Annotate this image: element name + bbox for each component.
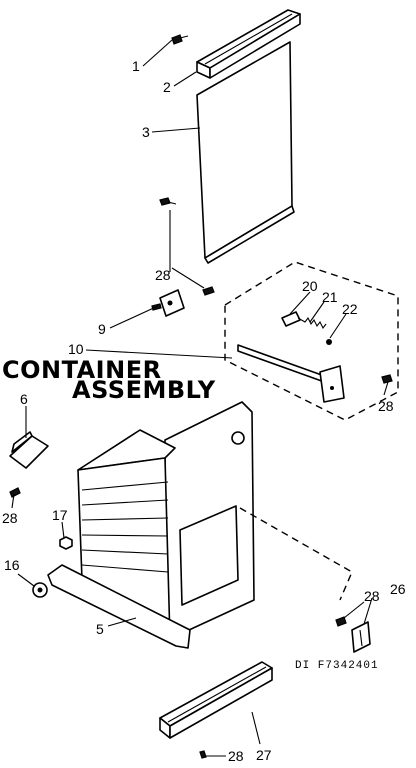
leader-lines (11, 39, 389, 757)
callout-26: 26 (390, 581, 406, 597)
part-6-clip (9, 431, 49, 469)
callout-9: 9 (98, 321, 106, 337)
callout-1: 1 (132, 58, 140, 74)
part-28-screw-bottom (199, 750, 207, 759)
callout-22: 22 (342, 301, 358, 317)
callout-17: 17 (52, 507, 68, 523)
part-1-screw (171, 34, 189, 45)
part-10-rod (237, 344, 345, 403)
callout-28-left: 28 (2, 510, 18, 526)
part-20-21-22-spring-assembly (281, 311, 332, 345)
callout-21: 21 (322, 289, 338, 305)
part-28-screw-left (9, 487, 21, 498)
callout-27: 27 (256, 747, 272, 763)
part-28-screw-upper (159, 197, 177, 206)
guide-line-26 (239, 507, 353, 601)
part-28-screw-lower-right (335, 616, 347, 627)
container-box (47, 401, 255, 649)
callout-28-lower-right: 28 (364, 588, 380, 604)
callout-labels: 1 2 3 28 20 21 22 9 10 28 6 28 17 16 5 2… (2, 58, 406, 764)
title-line-2: ASSEMBLY (72, 376, 216, 404)
callout-16: 16 (4, 557, 20, 573)
callout-20: 20 (302, 278, 318, 294)
part-17-nut (59, 536, 73, 550)
callout-5: 5 (96, 621, 104, 637)
part-3-door-panel (196, 41, 295, 264)
callout-28-upper: 28 (155, 267, 171, 283)
subassembly-outline (224, 261, 399, 421)
diagram-title: CONTAINER ASSEMBLY (2, 356, 216, 404)
drawing-code: DI F7342401 (295, 660, 379, 672)
part-27-bottom-rail (159, 661, 273, 739)
title-line-1: CONTAINER (2, 356, 162, 384)
part-9-hinge-bracket (151, 289, 185, 317)
callout-28-right: 28 (378, 398, 394, 414)
part-2-top-rail (196, 9, 301, 79)
part-26-bracket (351, 621, 371, 653)
part-16-knob (32, 582, 48, 598)
callout-3: 3 (142, 124, 150, 140)
callout-10: 10 (68, 341, 84, 357)
callout-28-bottom: 28 (228, 748, 244, 764)
callout-2: 2 (163, 79, 171, 95)
part-28-screw-mid (202, 286, 215, 296)
part-28-screw-right (381, 374, 393, 384)
callout-6: 6 (20, 391, 28, 407)
